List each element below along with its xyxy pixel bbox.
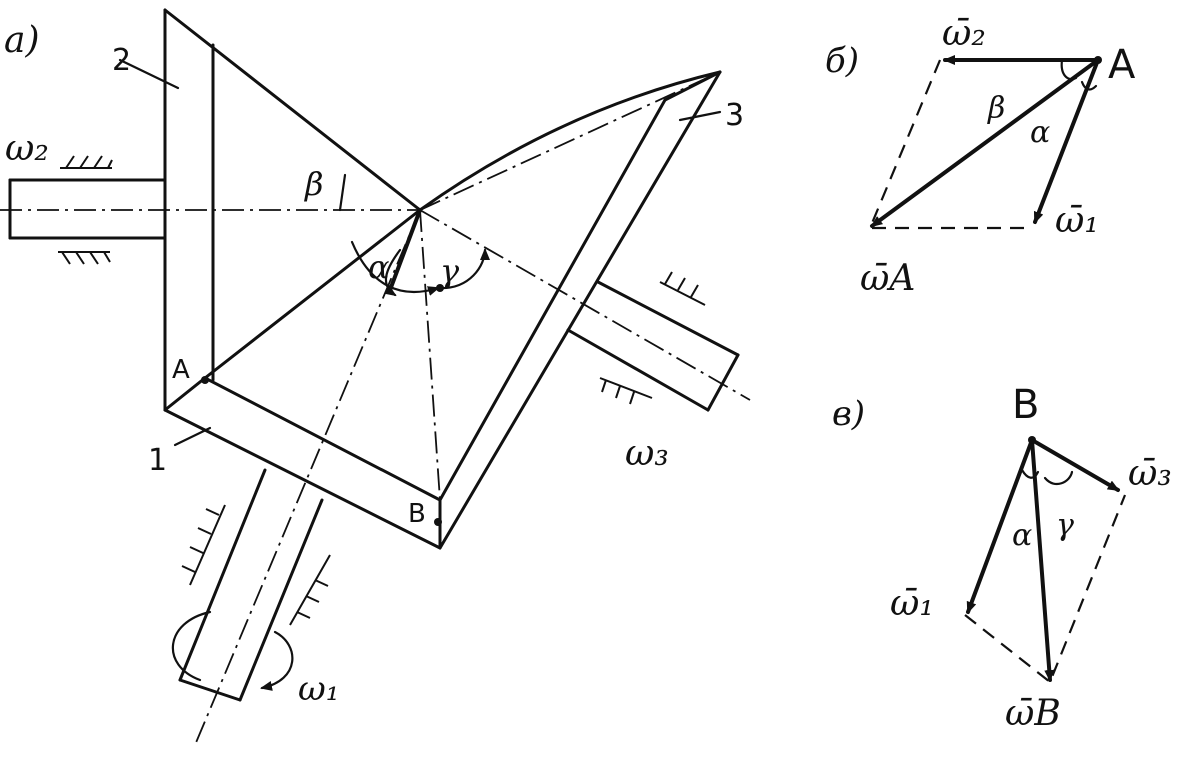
angle-beta-label: β <box>304 165 324 203</box>
leader-3 <box>678 110 722 122</box>
panel-label-a: а) <box>4 20 40 61</box>
part-number-2: 2 <box>112 43 131 78</box>
vector-omega-3-label: ω̄₃ <box>1128 453 1172 494</box>
angle-arcs <box>338 173 490 297</box>
omega-1-label: ω₁ <box>298 669 339 709</box>
vector-omega-1-label-b: ω̄₁ <box>890 583 934 624</box>
vector-omega-2-label: ω̄₂ <box>942 13 986 54</box>
shaft-1 <box>171 468 331 702</box>
part-number-3: 3 <box>725 98 744 133</box>
vector-gamma-label: γ <box>1056 508 1074 543</box>
point-b-label: B <box>408 499 426 529</box>
omega-2-label: ω₂ <box>5 128 49 169</box>
vector-point-a-label: A <box>1108 42 1136 88</box>
omega-3-label: ω₃ <box>625 433 669 474</box>
shaft-3 <box>566 271 740 412</box>
point-a-label: A <box>172 355 190 385</box>
parallelogram-b <box>964 436 1127 684</box>
point-b-dot <box>434 518 442 526</box>
panel-label-b: б) <box>825 41 859 81</box>
vector-alpha-label-a: α <box>1030 115 1050 150</box>
vector-beta-label: β <box>987 91 1005 126</box>
parallelogram-a <box>868 55 1102 230</box>
shaft-2 <box>8 155 167 265</box>
part-number-1: 1 <box>148 443 167 478</box>
panel-label-c: в) <box>832 394 865 434</box>
axis-lines <box>0 71 751 746</box>
vector-omega-1-label-a: ω̄₁ <box>1055 200 1099 241</box>
leader-1 <box>173 426 212 447</box>
vector-omega-b-label: ω̄B <box>1005 693 1061 734</box>
gear-3-body <box>418 70 722 550</box>
leader-2 <box>118 58 180 90</box>
angle-alpha-label: α <box>368 248 390 286</box>
vector-omega-a-label: ω̄A <box>860 258 915 299</box>
vector-alpha-label-b: α <box>1012 518 1032 553</box>
angle-gamma-label: γ <box>440 252 460 290</box>
point-a-dot <box>201 376 209 384</box>
vector-point-b-label: B <box>1012 382 1039 428</box>
